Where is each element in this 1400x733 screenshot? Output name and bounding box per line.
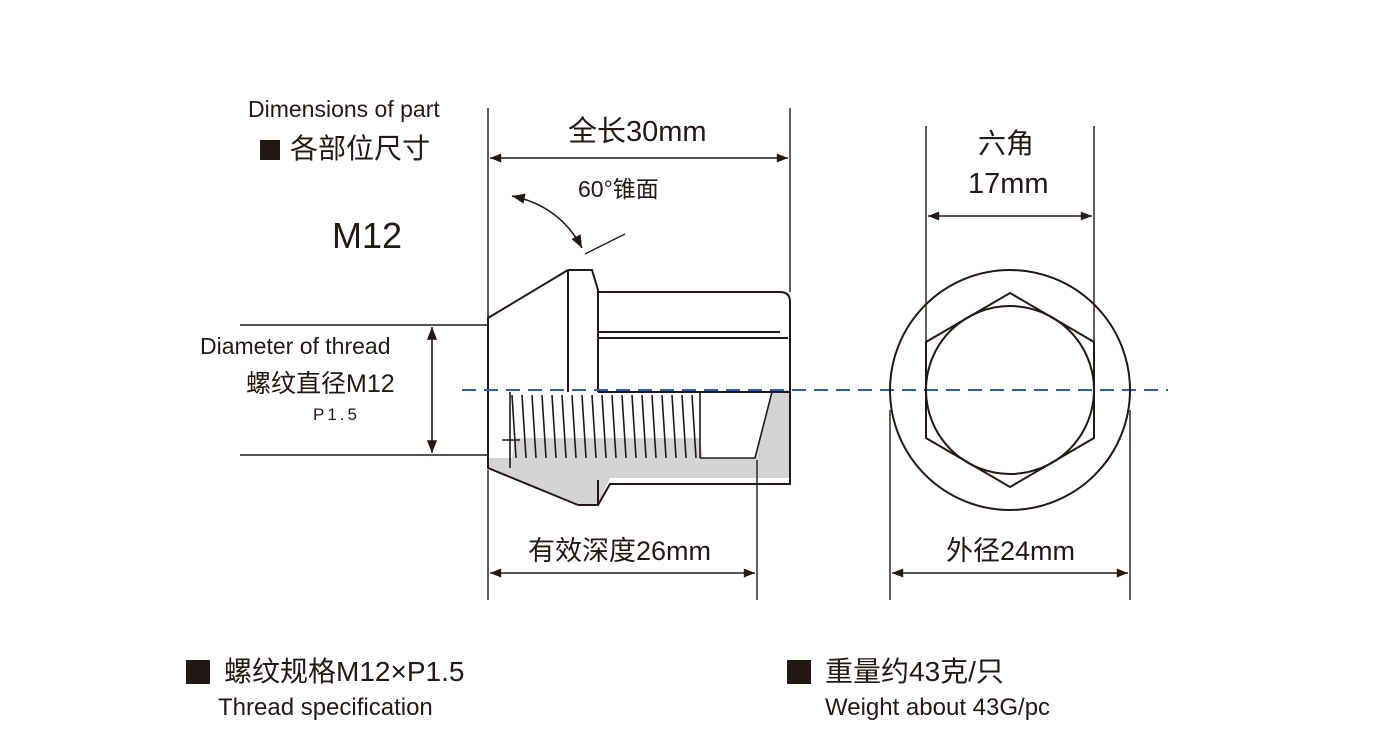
outer-diameter-circle: [889, 269, 1131, 511]
outer-diameter-label: 外径24mm: [946, 536, 1076, 566]
nut-section-fill: [488, 390, 790, 505]
thread-diameter-en: Diameter of thread: [200, 333, 391, 359]
dimensions-title-en: Dimensions of part: [248, 96, 440, 122]
thread-pitch-label: P1.5: [313, 405, 360, 424]
thread-diameter-cn: 螺纹直径M12: [246, 370, 395, 398]
nut-cone: [487, 269, 579, 506]
thread-spec-cn: 螺纹规格M12×P1.5: [186, 658, 464, 686]
effective-depth-label: 有效深度26mm: [528, 536, 712, 566]
thread-spec-en: Thread specification: [218, 694, 433, 721]
cone-angle-label: 60°锥面: [578, 176, 659, 202]
hex-label: 六角: [978, 128, 1035, 159]
inner-circle: [925, 305, 1095, 475]
square-bullet-icon: [787, 660, 811, 684]
cone-angle-arc: [511, 193, 583, 249]
end-view-extension-lines: [889, 126, 1131, 600]
hex-size-label: 17mm: [968, 168, 1049, 200]
extension-lines: [240, 108, 791, 600]
model-label: M12: [332, 215, 403, 256]
weight-cn-text: 重量约43克/只: [825, 656, 1004, 687]
nut-hex-body: [598, 291, 791, 393]
weight-en: Weight about 43G/pc: [825, 694, 1051, 721]
cone-angle-leader: [584, 233, 626, 255]
nut-side-view: [487, 269, 791, 506]
square-bullet-icon: [260, 140, 280, 160]
dimensions-title-cn: 各部位尺寸: [260, 135, 430, 163]
dimensions-title-cn-text: 各部位尺寸: [290, 133, 431, 164]
nut-thread-teeth: [509, 392, 701, 468]
square-bullet-icon: [186, 660, 210, 684]
total-length-label: 全长30mm: [568, 116, 707, 148]
weight-cn: 重量约43克/只: [787, 658, 1004, 686]
thread-spec-cn-text: 螺纹规格M12×P1.5: [224, 656, 465, 687]
